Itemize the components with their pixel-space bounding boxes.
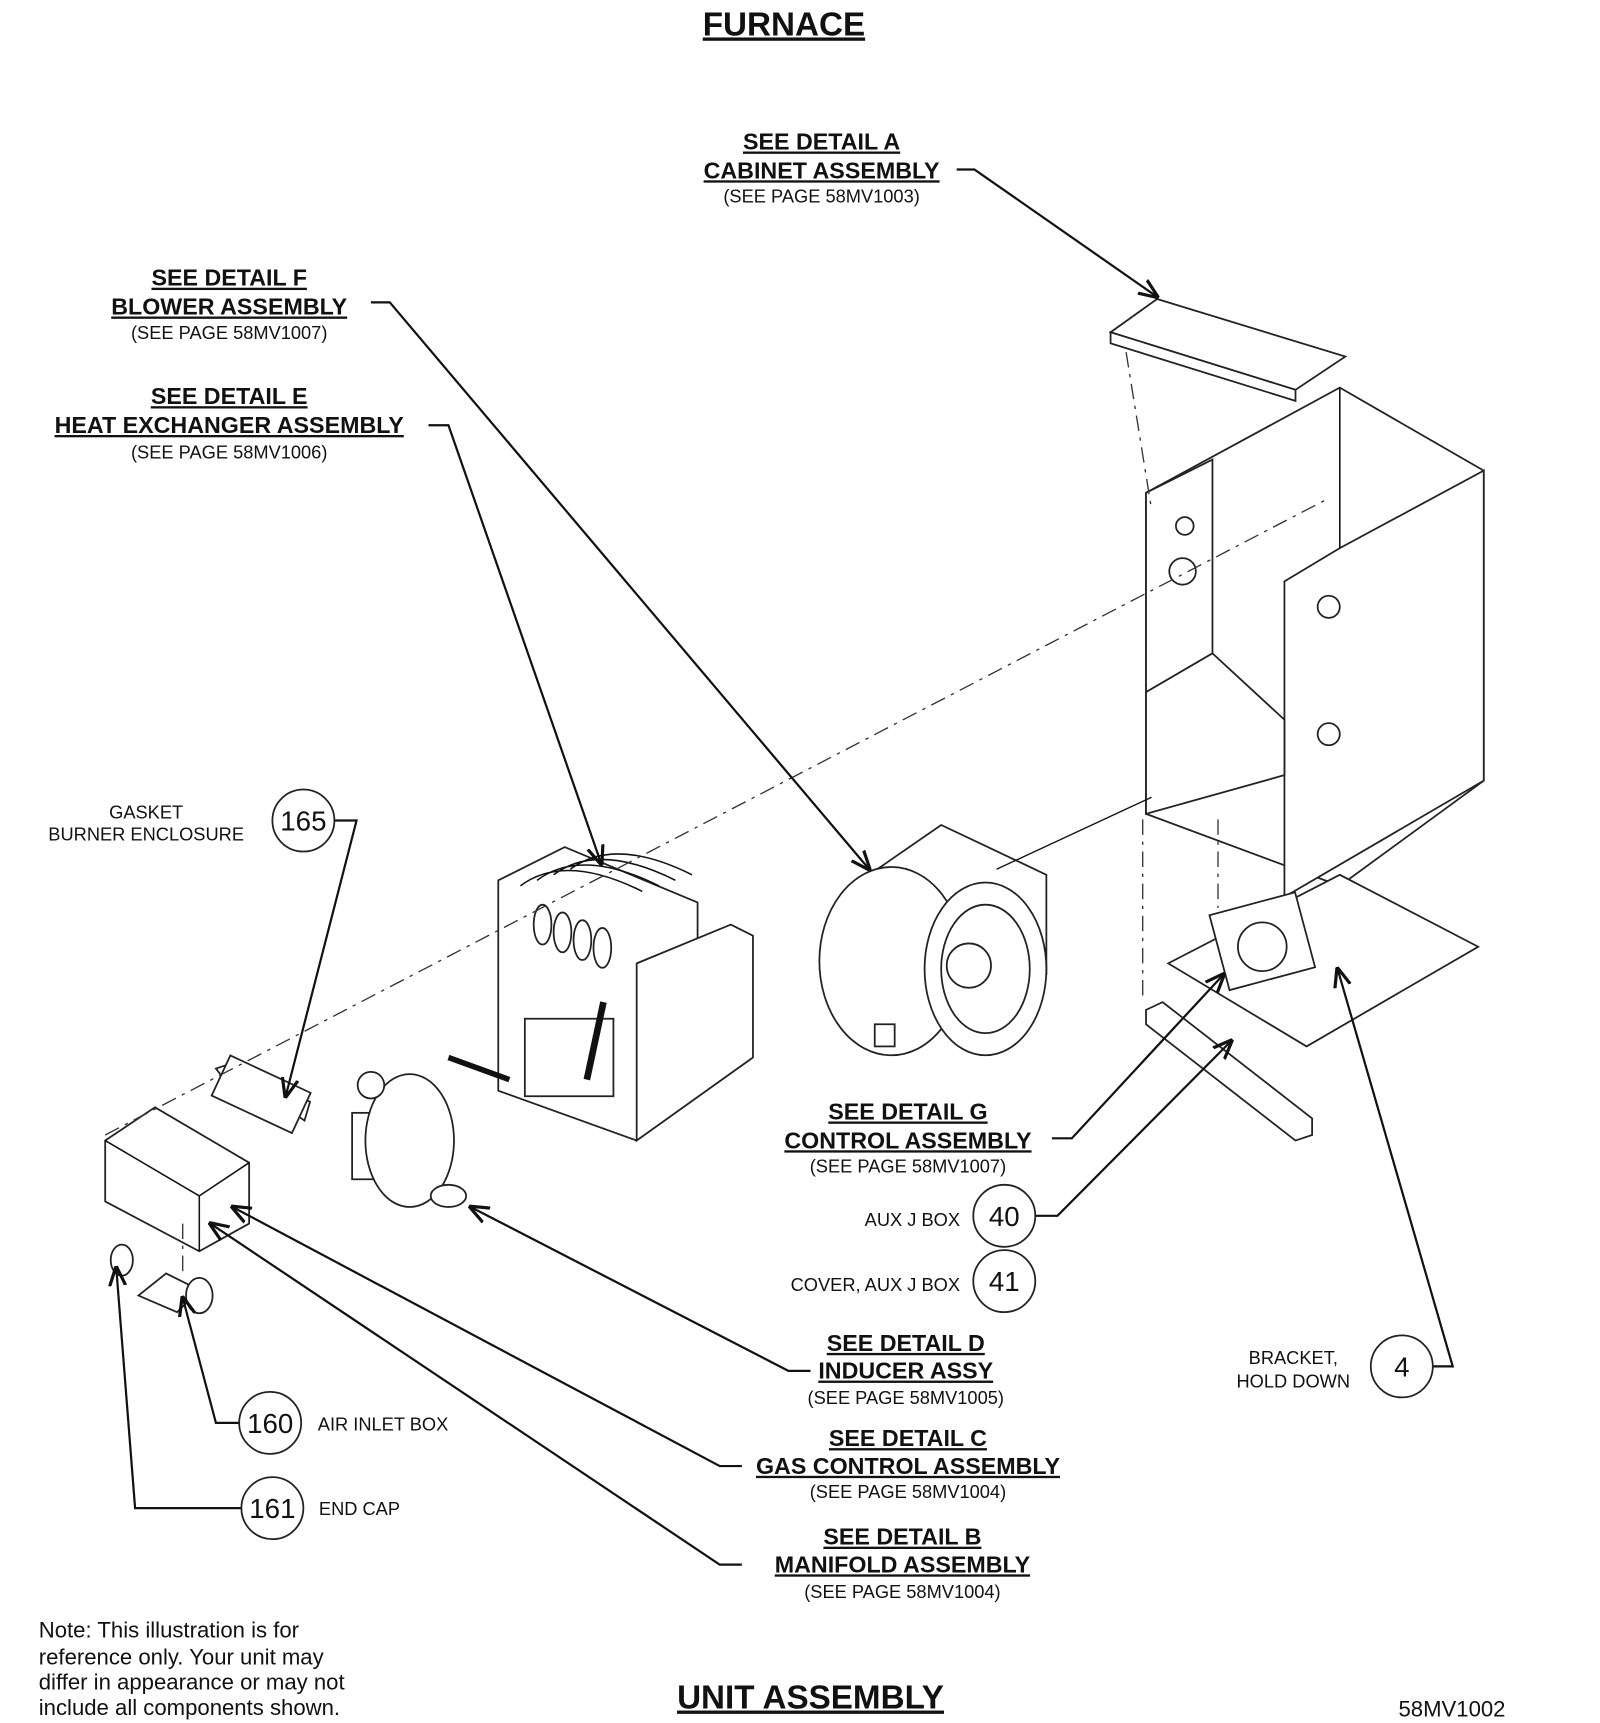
detail-name: HEAT EXCHANGER ASSEMBLY	[55, 412, 405, 438]
detail-b-callout: SEE DETAIL B MANIFOLD ASSEMBLY (SEE PAGE…	[775, 1524, 1031, 1602]
dashed-assembly-lines	[104, 352, 1330, 1274]
part-balloon	[972, 1183, 1037, 1248]
part-label: AUX J BOX	[865, 1209, 960, 1230]
detail-name: GAS CONTROL ASSEMBLY	[756, 1453, 1061, 1479]
detail-see: SEE DETAIL G	[828, 1098, 987, 1124]
detail-see: SEE DETAIL F	[151, 265, 306, 291]
part-160: 160 AIR INLET BOX	[238, 1390, 449, 1455]
part-number: 4	[1394, 1351, 1409, 1382]
detail-page: (SEE PAGE 58MV1006)	[131, 441, 327, 462]
part-label: AIR INLET BOX	[318, 1414, 449, 1435]
inducer-drawing	[351, 1054, 511, 1208]
note-line: Note: This illustration is for	[39, 1618, 299, 1643]
detail-page: (SEE PAGE 58MV1004)	[804, 1581, 1000, 1602]
part-number: 160	[247, 1408, 293, 1439]
detail-page: (SEE PAGE 58MV1007)	[810, 1156, 1006, 1177]
detail-d-callout: SEE DETAIL D INDUCER ASSY (SEE PAGE 58MV…	[808, 1330, 1004, 1408]
detail-e-callout: SEE DETAIL E HEAT EXCHANGER ASSEMBLY (SE…	[55, 383, 405, 462]
part-balloon	[240, 1476, 305, 1541]
page-title: FURNACE	[703, 6, 865, 43]
detail-see: SEE DETAIL C	[829, 1425, 987, 1451]
detail-g-callout: SEE DETAIL G CONTROL ASSEMBLY (SEE PAGE …	[784, 1098, 1032, 1176]
detail-page: (SEE PAGE 58MV1004)	[810, 1481, 1006, 1502]
note: Note: This illustration is for reference…	[39, 1618, 345, 1721]
footer-title: UNIT ASSEMBLY	[677, 1680, 944, 1717]
part-balloon	[238, 1390, 303, 1455]
detail-page: (SEE PAGE 58MV1003)	[723, 186, 919, 207]
detail-see: SEE DETAIL D	[827, 1330, 985, 1356]
part-balloon	[972, 1249, 1037, 1314]
part-161: 161 END CAP	[240, 1476, 400, 1541]
cabinet-drawing	[1108, 298, 1485, 1142]
part-number: 41	[989, 1266, 1020, 1297]
part-label: GASKET	[109, 801, 183, 822]
detail-name: BLOWER ASSEMBLY	[111, 294, 347, 320]
detail-page: (SEE PAGE 58MV1007)	[131, 322, 327, 343]
detail-page: (SEE PAGE 58MV1005)	[808, 1387, 1004, 1408]
detail-see: SEE DETAIL B	[823, 1524, 981, 1550]
part-165: GASKET BURNER ENCLOSURE 165	[48, 788, 336, 853]
detail-name: MANIFOLD ASSEMBLY	[775, 1551, 1031, 1577]
part-41: COVER, AUX J BOX 41	[791, 1249, 1037, 1314]
leader-lines	[116, 168, 1455, 1566]
detail-a-callout: SEE DETAIL A CABINET ASSEMBLY (SEE PAGE …	[704, 129, 940, 207]
detail-name: CONTROL ASSEMBLY	[784, 1127, 1032, 1153]
part-balloon	[271, 788, 336, 853]
detail-see: SEE DETAIL A	[743, 129, 900, 155]
part-4: BRACKET, HOLD DOWN 4	[1237, 1334, 1434, 1399]
detail-see: SEE DETAIL E	[151, 383, 308, 409]
detail-name: CABINET ASSEMBLY	[704, 157, 940, 183]
detail-f-callout: SEE DETAIL F BLOWER ASSEMBLY (SEE PAGE 5…	[111, 265, 347, 343]
part-40: AUX J BOX 40	[865, 1183, 1037, 1248]
detail-c-callout: SEE DETAIL C GAS CONTROL ASSEMBLY (SEE P…	[756, 1425, 1061, 1502]
blower-drawing	[818, 796, 1152, 1057]
part-label: COVER, AUX J BOX	[791, 1274, 960, 1295]
part-label: END CAP	[319, 1498, 400, 1519]
part-balloon	[1369, 1334, 1434, 1399]
note-line: reference only. Your unit may	[39, 1644, 325, 1669]
part-label: BURNER ENCLOSURE	[48, 823, 244, 844]
detail-name: INDUCER ASSY	[818, 1358, 993, 1384]
part-label: BRACKET,	[1249, 1347, 1338, 1368]
part-number: 165	[280, 805, 326, 836]
note-line: differ in appearance or may not	[39, 1670, 345, 1695]
note-line: include all components shown.	[39, 1695, 340, 1720]
page-code: 58MV1002	[1398, 1696, 1505, 1721]
heat-exchanger-drawing	[497, 846, 754, 1143]
part-number: 161	[249, 1493, 295, 1524]
burner-box-drawing	[104, 1054, 312, 1315]
part-label: HOLD DOWN	[1237, 1370, 1351, 1391]
part-number: 40	[989, 1201, 1020, 1232]
